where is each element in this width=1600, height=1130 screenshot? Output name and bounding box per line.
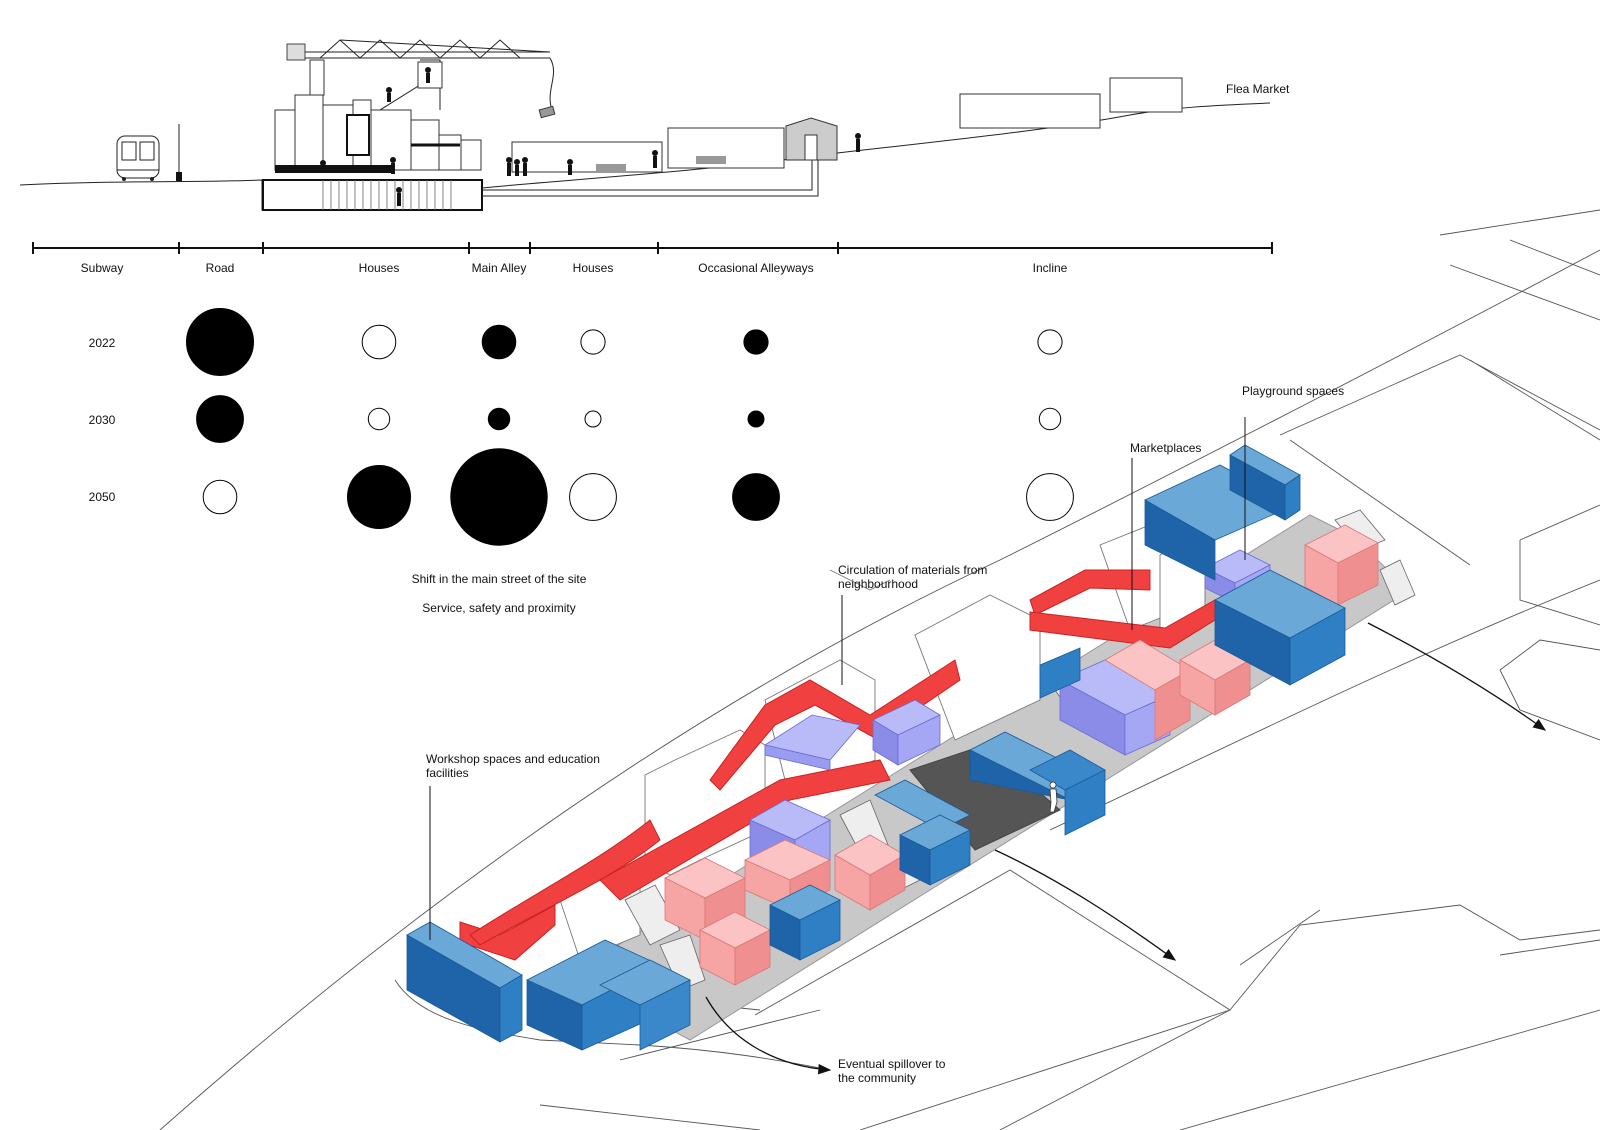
workshop-label-line1: Workshop spaces and education — [426, 752, 600, 766]
intensity-circle-2022-alleyways — [743, 329, 769, 355]
zone-label-road: Road — [206, 261, 235, 275]
circulation-label-line1: Circulation of materials from — [838, 563, 987, 577]
intensity-circle-2022-main_alley — [481, 324, 517, 360]
crane-icon — [286, 39, 556, 119]
playground-spaces-label: Playground spaces — [1242, 384, 1344, 398]
year-label-2030: 2030 — [89, 413, 116, 427]
subway-car-icon — [116, 135, 160, 181]
mid-houses — [511, 117, 838, 173]
axonometric-model — [406, 444, 1416, 1051]
flow-arrows — [705, 622, 1547, 1075]
market-blocks — [664, 524, 1379, 986]
flea-market-label: Flea Market — [1226, 82, 1290, 96]
intensity-circle-2022-road — [186, 308, 254, 376]
arrow-east — [1367, 622, 1547, 731]
spillover-label-line1: Eventual spillover to — [838, 1057, 946, 1071]
zone-label-occasional-alleyways: Occasional Alleyways — [698, 261, 813, 275]
underground-tunnel — [482, 160, 819, 197]
zone-label-houses: Houses — [359, 261, 400, 275]
house-stack — [274, 59, 482, 173]
incline-houses — [959, 77, 1183, 129]
intensity-circle-2030-houses1 — [367, 407, 391, 431]
people-icons — [320, 67, 861, 206]
intensity-circle-2050-alleyways — [732, 473, 780, 521]
intensity-circle-2022-incline — [1037, 329, 1063, 355]
intensity-circle-2022-houses2 — [580, 329, 606, 355]
road-pole-icon — [176, 124, 182, 181]
spillover-label-line2: the community — [838, 1071, 916, 1085]
person-figure-icon — [1049, 781, 1058, 813]
intensity-circle-2050-houses2 — [569, 473, 617, 521]
intensity-circle-2030-incline — [1038, 407, 1062, 431]
year-label-2022: 2022 — [89, 336, 116, 350]
workshop-blocks — [406, 444, 1346, 1051]
arrow-south — [994, 849, 1177, 961]
intensity-circle-2030-main_alley — [487, 407, 511, 431]
circulation-label-line2: neighbourhood — [838, 577, 918, 591]
annotation-leaders — [429, 417, 1246, 940]
basement-level — [262, 179, 483, 211]
circulation-routes — [459, 569, 1216, 961]
intensity-circle-2050-road — [202, 479, 238, 515]
year-label-2050: 2050 — [89, 490, 116, 504]
matrix-caption-main: Shift in the main street of the site — [412, 572, 587, 586]
intensity-circle-2030-alleyways — [747, 410, 765, 428]
arrow-spillover — [705, 996, 832, 1075]
zone-label-incline: Incline — [1033, 261, 1068, 275]
matrix-caption-sub: Service, safety and proximity — [422, 601, 575, 615]
intensity-circle-2030-houses2 — [584, 410, 602, 428]
zone-label-subway: Subway — [81, 261, 124, 275]
zone-label-main-alley: Main Alley — [472, 261, 527, 275]
zone-bar: Subway Road Houses Main Alley Houses Occ… — [32, 242, 1273, 275]
site-section: Flea Market — [19, 39, 1290, 211]
marketplaces-label: Marketplaces — [1130, 441, 1201, 455]
intensity-circle-2030-road — [196, 395, 244, 443]
intensity-circle-2022-houses1 — [361, 324, 397, 360]
intensity-circle-2050-incline — [1026, 473, 1074, 521]
intensity-matrix: 2022 2030 2050 — [89, 308, 1074, 546]
workshop-label-line2: facilities — [426, 766, 469, 780]
intensity-circle-2050-main_alley — [450, 448, 548, 546]
zone-label-houses: Houses — [573, 261, 614, 275]
intensity-circle-2050-houses1 — [347, 465, 411, 529]
